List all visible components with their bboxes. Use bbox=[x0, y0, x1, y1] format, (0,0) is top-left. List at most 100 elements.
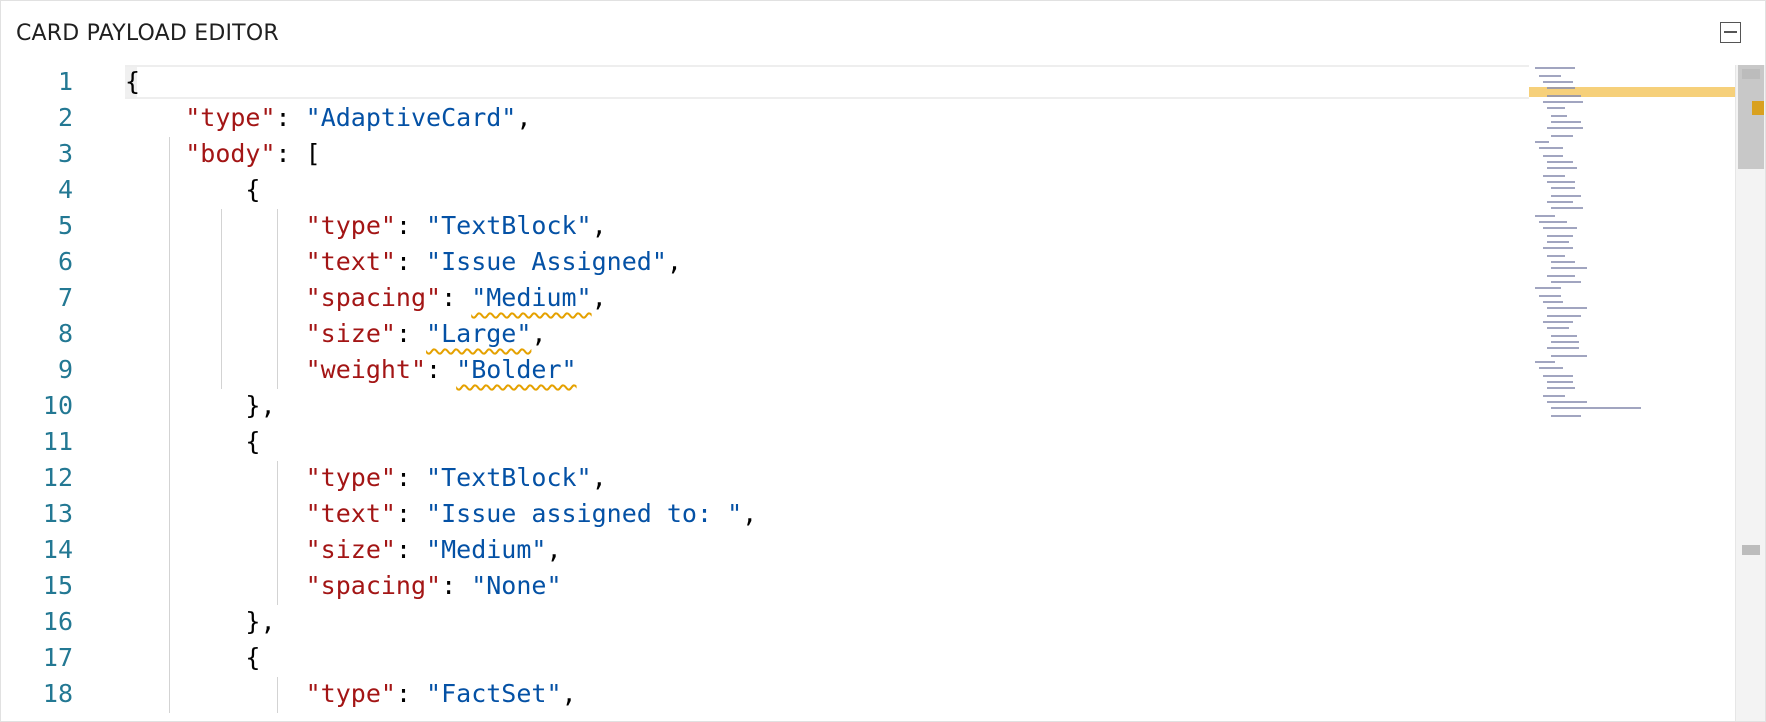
code-token: , bbox=[531, 319, 547, 348]
code-token: "spacing" bbox=[305, 283, 442, 312]
code-token: "weight" bbox=[305, 355, 427, 384]
code-token: , bbox=[561, 679, 577, 708]
code-line[interactable]: "body": [ bbox=[125, 136, 321, 172]
code-line[interactable]: { bbox=[125, 424, 260, 460]
minimap-line bbox=[1543, 175, 1565, 177]
minimap-line bbox=[1547, 387, 1575, 389]
line-number: 6 bbox=[57, 247, 73, 276]
code-token bbox=[125, 283, 306, 312]
code-token: : bbox=[275, 103, 306, 132]
minimap-line bbox=[1535, 361, 1555, 363]
vertical-scrollbar[interactable] bbox=[1735, 65, 1765, 721]
code-token: : bbox=[395, 535, 427, 564]
code-token: , bbox=[516, 103, 532, 132]
minimap-line bbox=[1535, 215, 1555, 217]
code-token: "TextBlock" bbox=[426, 211, 592, 240]
code-token: , bbox=[591, 283, 607, 312]
code-token bbox=[125, 571, 306, 600]
code-token: : bbox=[426, 355, 457, 384]
code-token: "FactSet" bbox=[426, 679, 562, 708]
minimap-line bbox=[1551, 135, 1573, 137]
minimap-line bbox=[1543, 247, 1573, 249]
line-number: 7 bbox=[57, 283, 73, 312]
code-line[interactable]: { bbox=[125, 640, 260, 676]
minimap-line bbox=[1547, 87, 1575, 89]
panel-header: CARD PAYLOAD EDITOR bbox=[1, 1, 1765, 65]
line-number: 3 bbox=[57, 139, 73, 168]
minimap-line bbox=[1543, 101, 1583, 103]
code-token: : bbox=[395, 499, 427, 528]
minimap-line bbox=[1551, 187, 1575, 189]
minimap-line bbox=[1551, 195, 1581, 197]
code-token: "type" bbox=[305, 463, 396, 492]
code-token: "type" bbox=[305, 211, 396, 240]
code-line[interactable]: "type": "FactSet", bbox=[125, 676, 577, 712]
code-token bbox=[125, 499, 306, 528]
code-line[interactable]: "weight": "Bolder" bbox=[125, 352, 577, 388]
minimap[interactable] bbox=[1529, 65, 1735, 721]
code-token: , bbox=[591, 211, 607, 240]
minimap-line bbox=[1547, 347, 1579, 349]
line-number: 9 bbox=[57, 355, 73, 384]
minimap-line bbox=[1547, 255, 1565, 257]
code-line[interactable]: "size": "Large", bbox=[125, 316, 547, 352]
code-token: }, bbox=[125, 391, 276, 420]
code-token: , bbox=[666, 247, 682, 276]
minimap-line bbox=[1551, 207, 1583, 209]
minimap-line bbox=[1543, 155, 1563, 157]
minimap-line bbox=[1543, 321, 1573, 323]
minimap-line bbox=[1543, 227, 1577, 229]
minimap-line bbox=[1543, 301, 1563, 303]
indent-guide bbox=[277, 209, 278, 389]
code-token: : bbox=[441, 283, 472, 312]
code-line[interactable]: }, bbox=[125, 604, 275, 640]
code-token: "TextBlock" bbox=[426, 463, 592, 492]
minimap-line bbox=[1547, 201, 1573, 203]
code-line[interactable]: "size": "Medium", bbox=[125, 532, 562, 568]
code-token: { bbox=[125, 175, 261, 204]
current-line-highlight bbox=[125, 65, 1529, 99]
line-number: 12 bbox=[42, 463, 73, 492]
code-token bbox=[125, 139, 185, 168]
code-line[interactable]: "spacing": "None" bbox=[125, 568, 562, 604]
minimap-line bbox=[1535, 141, 1549, 143]
code-line[interactable]: { bbox=[125, 172, 260, 208]
code-token: "size" bbox=[305, 535, 396, 564]
minimap-line bbox=[1539, 221, 1567, 223]
minimap-line bbox=[1547, 307, 1587, 309]
minimap-line bbox=[1547, 167, 1577, 169]
minimap-line bbox=[1551, 341, 1579, 343]
code-line[interactable]: "text": "Issue Assigned", bbox=[125, 244, 682, 280]
code-token: "text" bbox=[305, 247, 396, 276]
minus-square-icon[interactable] bbox=[1720, 22, 1741, 43]
code-token: : bbox=[395, 247, 427, 276]
minimap-line bbox=[1539, 147, 1563, 149]
code-line[interactable]: "type": "TextBlock", bbox=[125, 208, 607, 244]
code-line[interactable]: "text": "Issue assigned to: ", bbox=[125, 496, 758, 532]
minimap-line bbox=[1551, 335, 1577, 337]
code-token bbox=[125, 355, 306, 384]
minimap-line bbox=[1535, 67, 1575, 69]
code-line[interactable]: "type": "AdaptiveCard", bbox=[125, 100, 531, 136]
code-area[interactable]: { "type": "AdaptiveCard", "body": [ { "t… bbox=[125, 65, 1529, 721]
line-number: 5 bbox=[57, 211, 73, 240]
code-token: : [ bbox=[275, 139, 321, 168]
code-token: "size" bbox=[305, 319, 396, 348]
code-line[interactable]: "type": "TextBlock", bbox=[125, 460, 607, 496]
code-token: : bbox=[441, 571, 472, 600]
scrollbar-thumb[interactable] bbox=[1738, 65, 1764, 169]
code-token bbox=[125, 679, 306, 708]
code-line[interactable]: "spacing": "Medium", bbox=[125, 280, 607, 316]
code-line[interactable]: }, bbox=[125, 388, 276, 424]
code-line[interactable]: { bbox=[125, 65, 140, 100]
code-token: "Issue assigned to: " bbox=[426, 499, 743, 528]
code-token: "Large" bbox=[426, 319, 532, 348]
minimap-line bbox=[1547, 315, 1581, 317]
code-token: "Medium" bbox=[471, 283, 592, 312]
code-token bbox=[125, 103, 185, 132]
code-token: "text" bbox=[305, 499, 396, 528]
code-token: : bbox=[395, 211, 427, 240]
